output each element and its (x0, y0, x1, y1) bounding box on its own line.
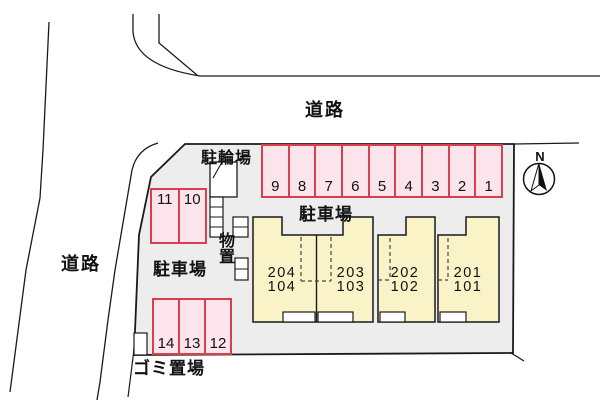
unit-lower: 101 (453, 279, 483, 295)
site-top-line-extension (513, 142, 580, 145)
unit-label-202-102: 202 102 (374, 265, 436, 295)
unit-upper: 204 (267, 265, 297, 281)
unit-label-204-104: 204 104 (251, 265, 313, 295)
parking-row-bottom: 14 13 12 (152, 298, 232, 355)
parking-space-6: 6 (343, 146, 370, 196)
unit-label-203-103: 203 103 (320, 265, 382, 295)
garbage-box (133, 332, 148, 356)
bicycle-parking-label: 駐輪場 (201, 150, 253, 167)
road-top-outer-edge (132, 14, 600, 77)
parking-space-7: 7 (316, 146, 344, 196)
compass-needle-dark (539, 163, 547, 191)
parking-space-12: 12 (209, 335, 227, 352)
parking-space-3: 3 (423, 146, 450, 196)
parking-space-1: 1 (484, 178, 493, 195)
parking-space-10: 10 (183, 191, 201, 208)
site-boundary-tail-bottom-right (510, 352, 525, 362)
garbage-area-label: ゴミ置場 (133, 359, 205, 378)
compass: N (522, 149, 556, 196)
stairs-dashed-block2 (378, 238, 391, 281)
parking-space-11: 11 (152, 190, 180, 242)
road-left-label: 道路 (61, 254, 101, 274)
road-left-outer-edge (9, 21, 50, 393)
unit-label-201-101: 201 101 (437, 265, 499, 295)
parking-space-5: 5 (370, 146, 397, 196)
unit-lower: 102 (390, 279, 420, 295)
unit-lower: 104 (267, 279, 297, 295)
unit-upper: 203 (336, 265, 366, 281)
parking-space-9: 9 (263, 146, 290, 196)
parking-space-8: 8 (290, 146, 317, 196)
road-left-inner-edge (96, 142, 159, 400)
unit-upper: 201 (453, 265, 483, 281)
parking-space-13: 13 (180, 300, 206, 353)
unit-lower: 103 (336, 279, 366, 295)
storage-shed-label: 物置 (216, 232, 233, 264)
bicycle-shed-mark (212, 161, 223, 179)
entrance-notch-202 (379, 311, 406, 323)
parking-space-14: 14 (154, 300, 180, 353)
parking-lot-top-label: 駐車場 (299, 205, 353, 224)
stairs-dashed-block1 (300, 237, 332, 282)
bicycle-shed (209, 161, 238, 198)
parking-lot-left-label: 駐車場 (153, 260, 207, 279)
stairs-dashed-block3 (438, 238, 449, 281)
road-top-inner-corner (158, 14, 198, 76)
entrance-notch-203 (317, 311, 354, 323)
parking-row-left: 11 10 (150, 188, 207, 244)
entrance-notch-204 (282, 311, 316, 323)
parking-space-4: 4 (396, 146, 424, 196)
entrance-notch-201 (439, 311, 467, 323)
road-top-label: 道路 (305, 100, 345, 120)
compass-needle-light (530, 162, 540, 193)
building-block-202 (377, 216, 436, 323)
parking-row-top: 9 8 7 6 5 4 3 2 1 (261, 144, 503, 198)
compass-north-label: N (535, 149, 544, 164)
unit-upper: 202 (390, 265, 420, 281)
building-block-201 (437, 216, 500, 323)
parking-space-2: 2 (450, 146, 477, 196)
